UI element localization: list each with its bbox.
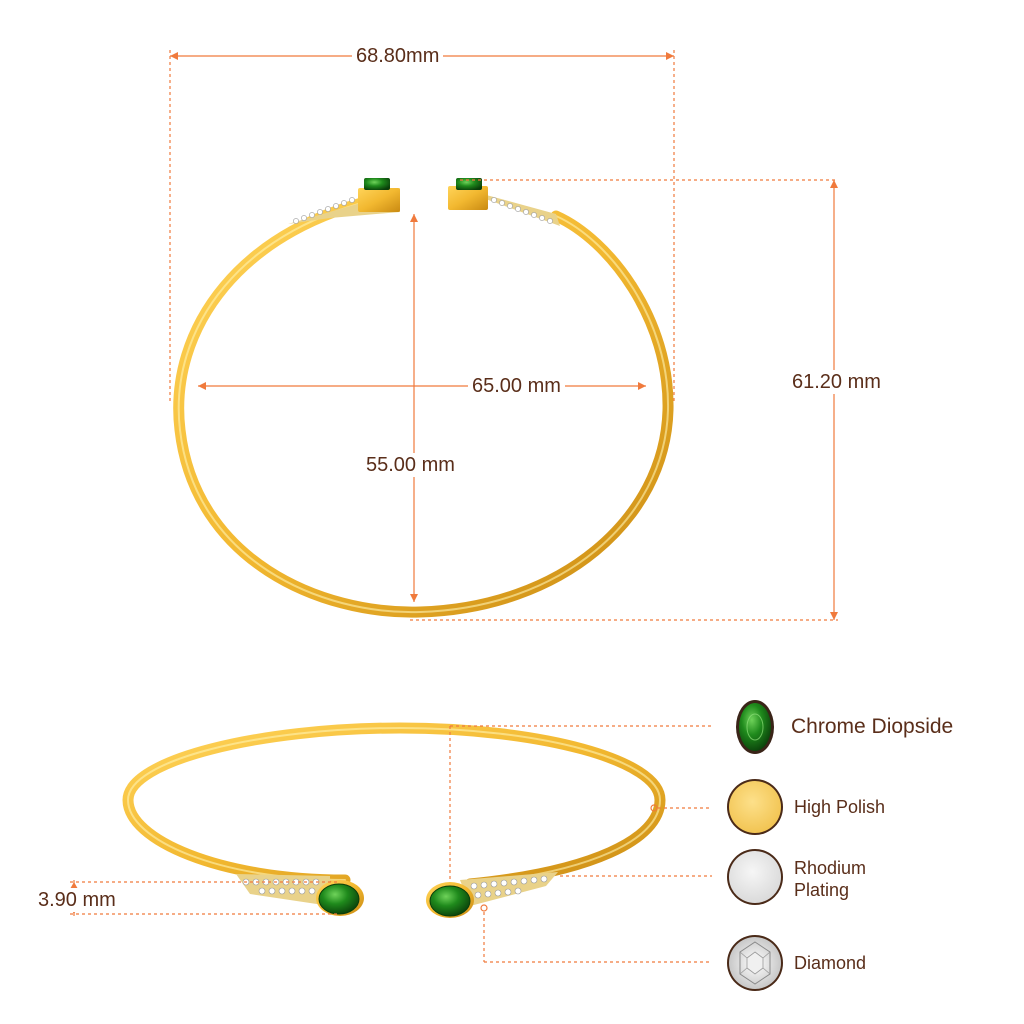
gold-swatch-icon (727, 779, 783, 835)
round-diamond-icon (727, 935, 783, 991)
right-tip-gold-end (448, 186, 488, 210)
left-tip-diamonds (293, 197, 355, 224)
left-tip-gem (364, 178, 390, 190)
legend-diamond: Diamond (794, 953, 867, 973)
green-oval-gem-icon (736, 700, 774, 754)
left-tip-gold-end (358, 188, 400, 212)
right-tip-diamonds (491, 197, 553, 224)
side-left-gem (318, 883, 360, 915)
inner-height-label: 55.00 mm (362, 453, 459, 477)
silver-swatch-icon (727, 849, 783, 905)
overall-height-label: 61.20 mm (788, 370, 885, 394)
legend-chrome-diopside: Chrome Diopside (791, 715, 954, 738)
legend-high-polish: High Polish (794, 797, 886, 817)
bangle-side-view (122, 722, 666, 918)
inner-width-label: 65.00 mm (468, 374, 565, 398)
leader-lines (70, 725, 712, 963)
right-tip-gem (456, 178, 482, 190)
side-right-gem (429, 885, 471, 917)
overall-width-label: 68.80mm (352, 44, 444, 68)
bangle-top-view (173, 178, 674, 618)
side-left-diamonds (242, 878, 320, 895)
legend-rhodium-plating: Rhodium Plating (794, 858, 867, 900)
stone-height-label: 3.90 mm (34, 888, 120, 912)
dimension-lines-top (169, 50, 838, 621)
side-right-diamonds (470, 875, 548, 899)
